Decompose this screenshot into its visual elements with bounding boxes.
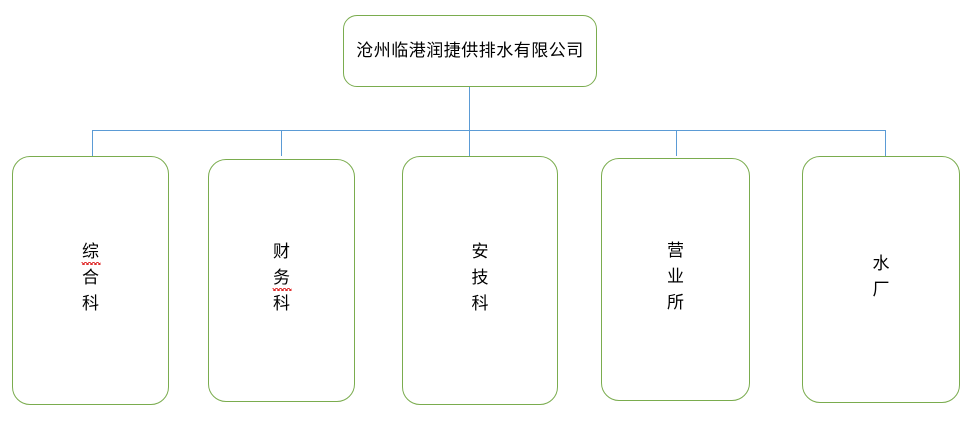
org-node-dept-finance[interactable]: 财 务 科 [208, 159, 355, 402]
label-char: 务 [273, 268, 290, 294]
org-node-root[interactable]: 沧州临港润捷供排水有限公司 [343, 15, 597, 87]
label-char: 业 [667, 266, 684, 287]
label-char: 安 [471, 241, 489, 262]
org-node-dept-business-office[interactable]: 营 业 所 [601, 158, 750, 401]
label-char: 科 [273, 293, 290, 314]
connector-horizontal-bus [92, 130, 885, 132]
label-char: 水 [872, 253, 890, 274]
label-char: 合 [82, 267, 99, 288]
connector-root-stem [469, 87, 471, 131]
label-char: 综 [82, 242, 99, 268]
label-char: 营 [667, 240, 684, 261]
label-char: 所 [667, 292, 684, 313]
label-char: 科 [471, 293, 489, 314]
label-char: 科 [82, 293, 99, 314]
connector-drop-3 [469, 130, 471, 156]
org-node-dept-water-plant[interactable]: 水 厂 [802, 156, 960, 403]
connector-drop-5 [885, 130, 887, 156]
org-node-label-vertical: 水 厂 [873, 254, 890, 306]
org-node-label-vertical: 营 业 所 [667, 241, 684, 319]
connector-drop-4 [676, 130, 678, 156]
label-char: 技 [471, 267, 489, 288]
connector-drop-1 [92, 130, 94, 156]
org-node-dept-safety-technology[interactable]: 安 技 科 [402, 156, 558, 405]
org-node-label-vertical: 安 技 科 [472, 242, 489, 320]
org-node-dept-general-affairs[interactable]: 综 合 科 [12, 156, 169, 405]
connector-drop-2 [281, 130, 283, 156]
label-char: 财 [273, 241, 290, 262]
label-char: 厂 [872, 279, 890, 300]
org-node-label-vertical: 综 合 科 [82, 242, 99, 320]
org-node-root-label: 沧州临港润捷供排水有限公司 [356, 40, 584, 61]
org-node-label-vertical: 财 务 科 [273, 242, 290, 320]
